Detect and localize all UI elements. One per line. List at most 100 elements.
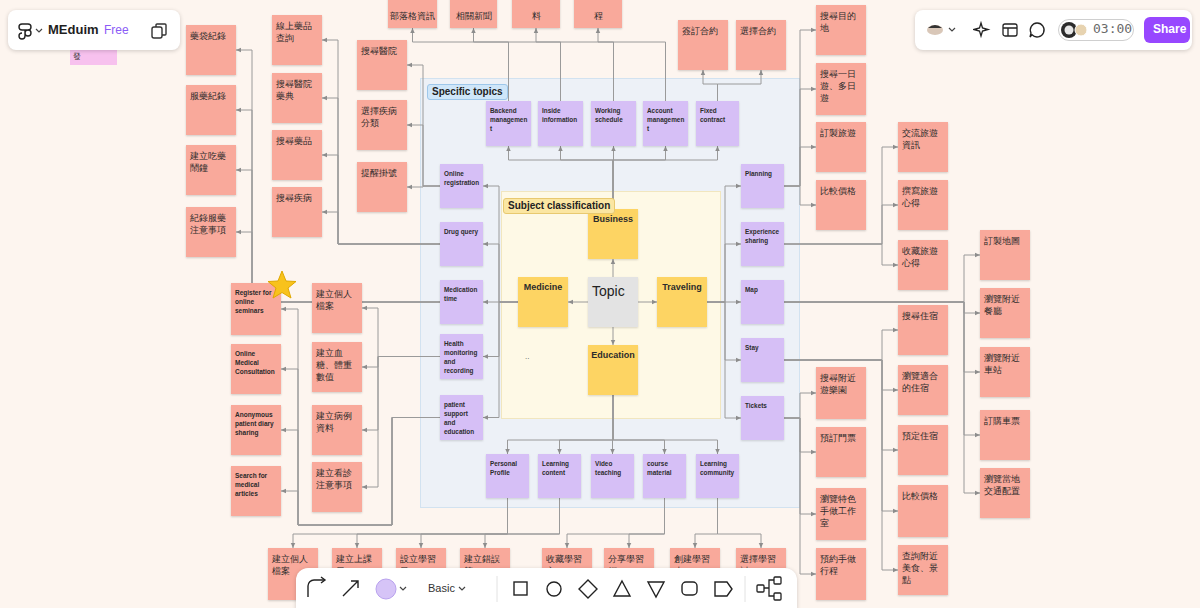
node-text: Topic (592, 283, 636, 299)
comment-icon (1028, 21, 1046, 39)
feature-card: Medication time (440, 280, 483, 324)
connector-arrow (613, 327, 614, 345)
shape-toolbar (296, 568, 797, 608)
sparkle-icon (973, 21, 991, 39)
star-sticker (266, 269, 298, 301)
node-text: Health monitoring and recording (444, 339, 480, 375)
node-text: 藥袋紀錄 (190, 30, 234, 42)
connector-arrow (784, 360, 898, 450)
node-text: course material (647, 459, 683, 477)
connector-arrow (784, 244, 898, 265)
node-text: Fixed contract (700, 106, 736, 124)
node-text: 比較價格 (902, 490, 946, 502)
sticky-note: 服藥紀錄 (186, 85, 236, 135)
node-text: Tickets (745, 401, 781, 410)
node-text: 線上藥品查詢 (276, 20, 320, 44)
node-text: 相關新聞 (456, 10, 492, 22)
feature-card: course material (643, 454, 686, 498)
sticky-note: 建立吃藥鬧鐘 (186, 145, 236, 195)
node-text: Business (590, 214, 636, 225)
sticky-note: 預訂門票 (816, 427, 866, 477)
user-avatar (1074, 23, 1088, 37)
node-text: 建立看診注意事項 (316, 467, 360, 491)
ui-label: .. (525, 352, 529, 361)
sticky-note: 瀏覽附近車站 (980, 347, 1030, 397)
node-text: Online Medical Consultation (235, 349, 278, 376)
node-text: Planning (745, 169, 781, 178)
node-text: Search for medical articles (235, 471, 278, 498)
category-card: Traveling (657, 277, 707, 327)
layout-icon (1001, 21, 1019, 39)
sticky-note: 料 (512, 0, 560, 28)
sticky-note: 搜尋目的地 (816, 5, 866, 55)
feature-card: Working schedule (591, 101, 636, 146)
feature-card: Map (741, 280, 784, 324)
sticky-note: 搜尋醫院藥典 (272, 73, 322, 123)
node-text: 服藥紀錄 (190, 90, 234, 102)
node-text: 搜尋一日遊、多日遊 (820, 68, 864, 104)
avatar-icon (925, 22, 945, 38)
feature-card: Video teaching (591, 454, 634, 498)
node-text: Learning content (542, 459, 578, 477)
figma-icon (16, 22, 34, 40)
node-text: 建立個人檔案 (316, 288, 360, 312)
sticky-note: 訂製地圖 (980, 230, 1030, 280)
node-text: Backend management (490, 106, 528, 133)
sticky-note: 選擇疾病分類 (357, 100, 407, 150)
node-text: Medication time (444, 285, 480, 303)
node-text: 搜尋醫院藥典 (276, 78, 320, 102)
connector-arrow (784, 360, 898, 570)
topic-card: Topic (588, 277, 638, 327)
ui-label: MEduim (48, 22, 99, 37)
sticky-note: 瀏覽附近餐廳 (980, 288, 1030, 338)
feature-card: Personal Profile (486, 454, 529, 498)
node-text: Medicine (520, 282, 566, 293)
sticky-note: 搜尋藥品 (272, 130, 322, 180)
chevron-icon (948, 26, 956, 34)
connector-arrow (236, 50, 440, 302)
chevron-icon (35, 27, 43, 35)
sticky-note: Online Medical Consultation (231, 344, 281, 394)
band-label: Subject classification (503, 198, 615, 214)
sticky-note: 程 (574, 0, 622, 28)
sticky-note: 比較價格 (816, 180, 866, 230)
feature-card: Learning content (538, 454, 581, 498)
node-text: 瀏覽附近餐廳 (984, 293, 1028, 317)
node-text: 瀏覽當地交通配置 (984, 473, 1028, 497)
node-text: 瀏覽特色手做工作室 (820, 493, 864, 529)
node-text: 料 (532, 10, 541, 22)
node-text: 選擇疾病分類 (361, 105, 405, 129)
connector-arrow (281, 369, 440, 525)
pages-icon (150, 22, 168, 40)
node-text: 搜尋附近遊樂園 (820, 372, 864, 396)
sticky-note: 預定住宿 (898, 425, 948, 475)
node-text: Traveling (659, 282, 705, 293)
sticky-note: 線上藥品查詢 (272, 15, 322, 65)
feature-card: Stay (741, 338, 784, 382)
sticky-note: 瀏覽當地交通配置 (980, 468, 1030, 518)
node-text: Video teaching (595, 459, 631, 477)
sticky-note: 簽訂合約 (678, 20, 728, 70)
node-text: Inside information (542, 106, 580, 124)
connector-arrow (613, 259, 614, 277)
sticky-note: 比較價格 (898, 485, 948, 537)
feature-card: Tickets (741, 396, 784, 440)
sticky-note: 建立個人檔案 (312, 283, 362, 333)
sticky-note: 預約手做行程 (816, 548, 866, 600)
node-text: 訂購車票 (984, 415, 1028, 427)
feature-card: Planning (741, 164, 784, 208)
node-text: 撰寫旅遊心得 (902, 185, 946, 209)
feature-card: Backend management (486, 101, 531, 146)
node-text: Stay (745, 343, 781, 352)
session-toolbar (915, 10, 1192, 50)
sticky-note: 交流旅遊資訊 (898, 122, 948, 172)
sticky-note: 搜尋疾病 (272, 187, 322, 237)
sticky-note: 建立病例資料 (312, 405, 362, 455)
sticky-note: Search for medical articles (231, 466, 281, 516)
sticky-note: 收藏旅遊心得 (898, 240, 948, 290)
ui-label: Free (104, 23, 129, 37)
node-text: Account management (647, 106, 685, 133)
node-text: 預定住宿 (902, 430, 946, 442)
node-text: 提醒掛號 (361, 167, 405, 179)
node-text: Register for online seminars (235, 288, 278, 315)
